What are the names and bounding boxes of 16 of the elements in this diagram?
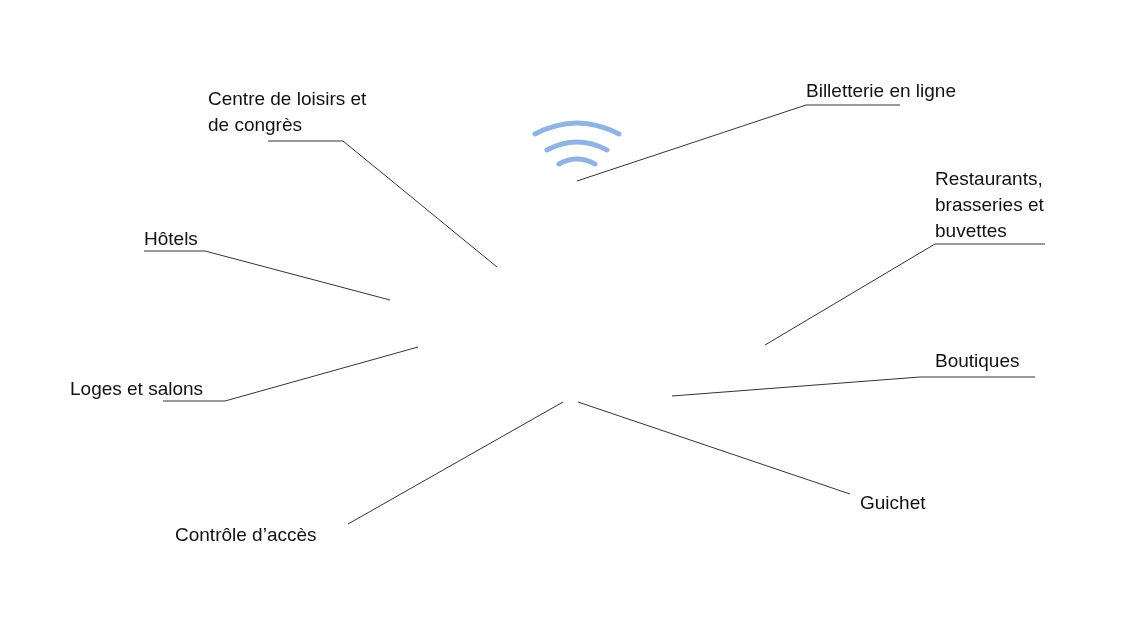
callout-label: Centre de loisirs et de congrès bbox=[208, 86, 388, 138]
leader-line bbox=[267, 140, 498, 268]
callout-label: Boutiques bbox=[935, 348, 1045, 374]
callout-label: Billetterie en ligne bbox=[806, 78, 1006, 104]
leader-line bbox=[143, 250, 391, 301]
callout-label: Hôtels bbox=[144, 226, 224, 252]
callout-label: Contrôle d’accès bbox=[175, 522, 355, 548]
leader-line bbox=[576, 104, 901, 182]
leader-line bbox=[764, 243, 1046, 346]
callout-label: Loges et salons bbox=[70, 376, 240, 402]
callout-label: Restaurants, brasseries et buvettes bbox=[935, 166, 1075, 244]
leader-line bbox=[577, 401, 851, 495]
callout-label: Guichet bbox=[860, 490, 950, 516]
leader-line bbox=[347, 401, 564, 525]
leader-line bbox=[671, 376, 1036, 397]
leader-line bbox=[162, 346, 419, 402]
